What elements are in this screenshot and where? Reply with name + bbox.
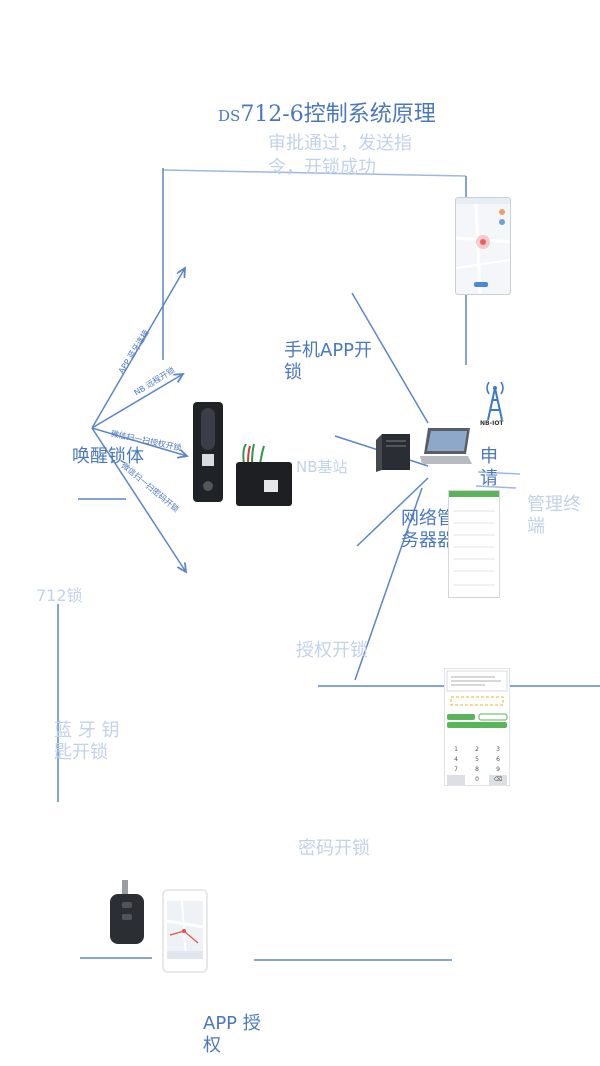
key-2: 2 bbox=[475, 746, 479, 753]
password-keypad-screen: 1 2 3 4 5 6 7 8 9 0 ⌫ bbox=[444, 668, 510, 786]
map-image bbox=[456, 198, 510, 294]
approve-send-label: 审批通过，发送指令，开锁成功 bbox=[268, 133, 412, 178]
key-0: 0 bbox=[475, 776, 479, 783]
key-6: 6 bbox=[496, 756, 500, 763]
bt-key-unlock-label: 蓝 牙 钥 匙开锁 bbox=[54, 720, 120, 763]
key-8: 8 bbox=[475, 766, 479, 773]
key-backspace: ⌫ bbox=[489, 775, 507, 785]
server-icon bbox=[374, 428, 414, 474]
key-5: 5 bbox=[475, 756, 479, 763]
lock-body-device bbox=[193, 402, 223, 502]
diagram-title: DS712-6控制系统原理 bbox=[218, 102, 436, 127]
nb-station-label: NB基站 bbox=[296, 458, 348, 476]
auth-unlock-label: 授权开锁 bbox=[296, 640, 368, 661]
map-phone-screen bbox=[455, 197, 511, 295]
key-1: 1 bbox=[454, 746, 458, 753]
app-auth-label: APP 授权 bbox=[203, 1013, 261, 1056]
nb-tower-icon bbox=[480, 378, 510, 422]
key-blank bbox=[447, 775, 465, 785]
management-form-screen bbox=[448, 490, 500, 598]
app-unlock-label: 手机APP开锁 bbox=[284, 340, 373, 383]
key-4: 4 bbox=[454, 756, 458, 763]
tower-label: NB-IOT bbox=[480, 420, 504, 427]
wake-lock-label: 唤醒锁体 bbox=[72, 446, 144, 467]
key-9: 9 bbox=[496, 766, 500, 773]
app-auth-phone bbox=[162, 889, 208, 973]
password-unlock-label: 密码开锁 bbox=[298, 838, 370, 859]
lock-712-label: 712锁 bbox=[36, 586, 83, 605]
key-3: 3 bbox=[496, 746, 500, 753]
laptop-icon bbox=[418, 426, 474, 468]
controller-module bbox=[236, 443, 292, 508]
key-7: 7 bbox=[454, 766, 458, 773]
manage-terminal-label: 管理终端 bbox=[527, 494, 581, 537]
keypad: 1 2 3 4 5 6 7 8 9 0 ⌫ bbox=[445, 745, 509, 785]
bluetooth-key-fob bbox=[108, 880, 148, 946]
